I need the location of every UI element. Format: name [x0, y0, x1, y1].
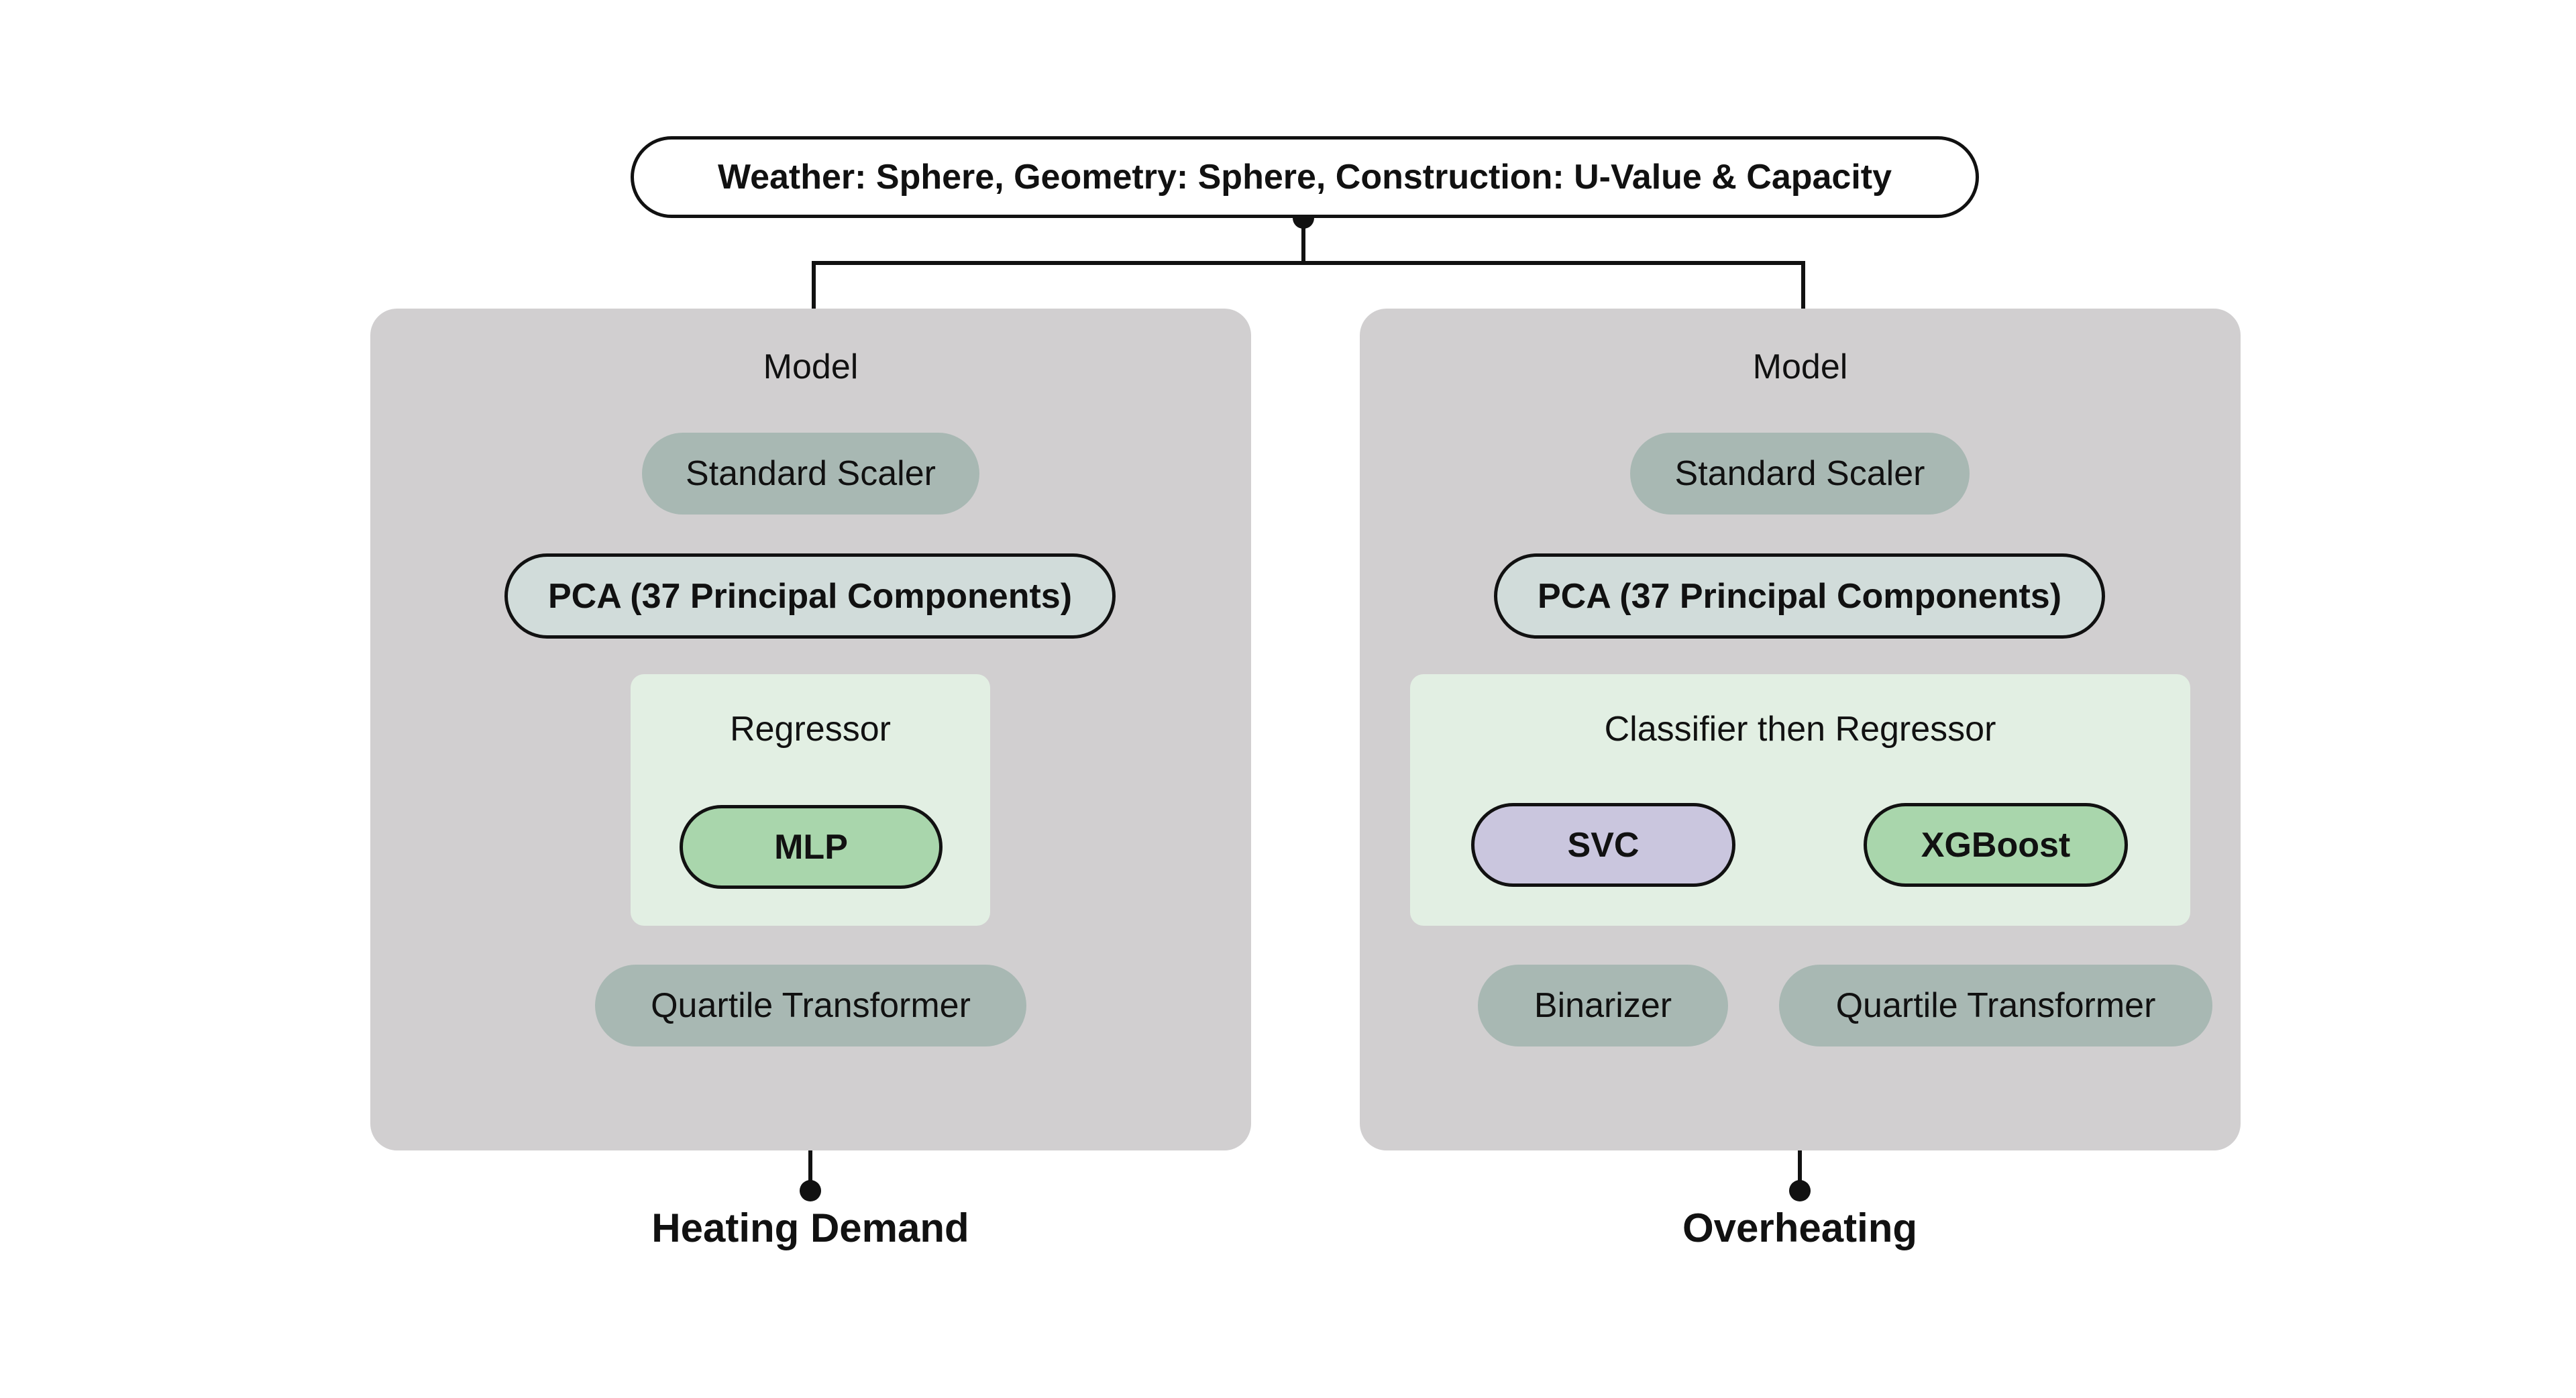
input-features-node: Weather: Sphere, Geometry: Sphere, Const… — [631, 136, 1979, 218]
input-split-connector — [812, 218, 1805, 309]
right-binarizer-label: Binarizer — [1534, 986, 1672, 1025]
right-output-dot — [1789, 1180, 1811, 1201]
right-quartile-transformer-node: Quartile Transformer — [1779, 965, 2212, 1046]
left-mlp-node: MLP — [680, 805, 943, 889]
input-features-label: Weather: Sphere, Geometry: Sphere, Const… — [717, 158, 1892, 197]
left-pca-node: PCA (37 Principal Components) — [504, 553, 1116, 639]
left-quartile-transformer-label: Quartile Transformer — [651, 986, 971, 1025]
right-pca-node: PCA (37 Principal Components) — [1494, 553, 2105, 639]
left-standard-scaler-node: Standard Scaler — [642, 433, 979, 515]
left-pca-label: PCA (37 Principal Components) — [547, 576, 1073, 616]
right-standard-scaler-node: Standard Scaler — [1630, 433, 1970, 515]
heating-demand-output: Heating Demand — [651, 1205, 969, 1250]
right-svc-node: SVC — [1471, 803, 1735, 887]
right-xgboost-node: XGBoost — [1864, 803, 2128, 887]
right-standard-scaler-label: Standard Scaler — [1674, 454, 1925, 493]
left-quartile-transformer-node: Quartile Transformer — [595, 965, 1026, 1046]
right-svc-label: SVC — [1567, 825, 1640, 865]
right-pca-label: PCA (37 Principal Components) — [1537, 576, 2062, 616]
right-classifier-regressor-label: Classifier then Regressor — [1604, 710, 1996, 749]
right-xgboost-label: XGBoost — [1921, 825, 2071, 865]
left-regressor-label: Regressor — [730, 710, 891, 749]
right-binarizer-node: Binarizer — [1478, 965, 1728, 1046]
left-output-dot — [800, 1180, 821, 1201]
overheating-output: Overheating — [1682, 1205, 1918, 1250]
right-model-label: Model — [1752, 347, 1848, 386]
left-standard-scaler-label: Standard Scaler — [686, 454, 936, 493]
left-mlp-label: MLP — [774, 827, 848, 867]
left-model-label: Model — [763, 347, 859, 386]
right-quartile-transformer-label: Quartile Transformer — [1835, 986, 2156, 1025]
